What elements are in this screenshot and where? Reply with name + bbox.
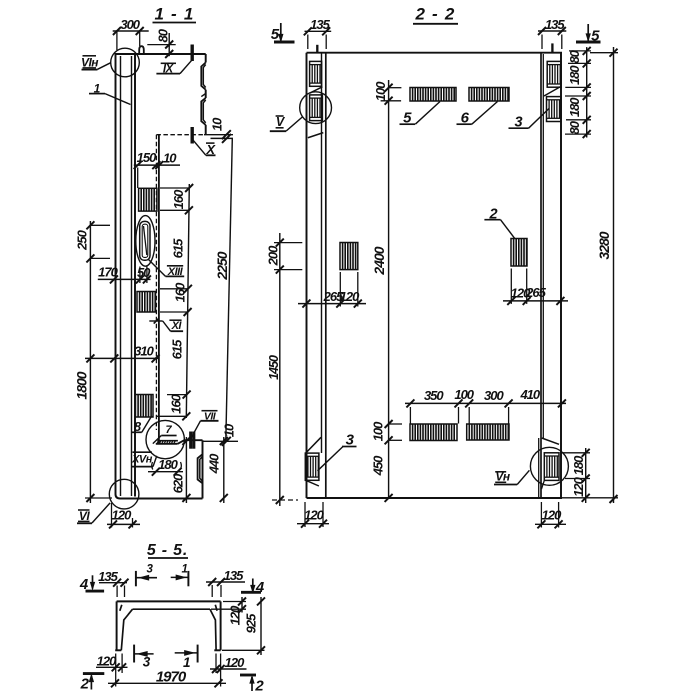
svg-text:6: 6 [461, 110, 470, 127]
svg-text:2: 2 [488, 207, 497, 223]
svg-text:310: 310 [134, 344, 154, 359]
svg-text:120: 120 [571, 476, 586, 496]
svg-text:1 - 1: 1 - 1 [154, 4, 194, 23]
svg-text:450: 450 [371, 455, 386, 476]
svg-text:2: 2 [254, 678, 264, 695]
svg-text:4: 4 [255, 579, 265, 596]
svg-text:120: 120 [542, 508, 562, 523]
svg-text:100: 100 [371, 421, 386, 441]
svg-text:5 - 5.: 5 - 5. [147, 542, 188, 559]
svg-text:80: 80 [155, 28, 170, 42]
svg-text:160: 160 [171, 189, 186, 209]
svg-text:200: 200 [266, 245, 281, 266]
svg-text:300: 300 [484, 388, 504, 403]
svg-text:1: 1 [94, 81, 101, 95]
svg-text:180: 180 [567, 65, 582, 85]
svg-text:3: 3 [346, 432, 355, 449]
svg-text:615: 615 [170, 339, 185, 359]
svg-text:1: 1 [181, 563, 187, 575]
svg-text:3: 3 [146, 563, 153, 575]
svg-text:XI: XI [171, 320, 183, 332]
svg-text:2: 2 [80, 675, 90, 692]
svg-text:5: 5 [403, 110, 412, 127]
svg-text:350: 350 [424, 388, 444, 403]
svg-text:2 - 2: 2 - 2 [414, 4, 455, 23]
svg-text:100: 100 [373, 81, 388, 101]
svg-text:10: 10 [221, 423, 236, 437]
svg-text:180: 180 [571, 455, 586, 475]
svg-text:615: 615 [171, 238, 186, 258]
svg-text:160: 160 [169, 393, 184, 413]
svg-text:2400: 2400 [371, 246, 387, 275]
svg-text:135: 135 [98, 569, 118, 584]
svg-text:1800: 1800 [74, 371, 90, 399]
svg-text:135: 135 [545, 17, 565, 32]
svg-text:V: V [276, 115, 286, 129]
svg-text:300: 300 [120, 17, 140, 32]
svg-text:160: 160 [173, 282, 188, 302]
svg-text:1970: 1970 [156, 669, 187, 686]
svg-text:5: 5 [271, 26, 280, 43]
svg-text:80: 80 [567, 120, 582, 134]
svg-text:1: 1 [183, 655, 190, 670]
svg-text:135: 135 [310, 17, 330, 32]
svg-text:XIII: XIII [167, 266, 184, 278]
svg-text:10: 10 [210, 117, 225, 131]
svg-text:5: 5 [591, 28, 600, 45]
svg-text:10: 10 [163, 151, 177, 166]
svg-text:IX: IX [163, 63, 175, 75]
svg-text:180: 180 [158, 457, 178, 472]
svg-text:2250: 2250 [214, 251, 230, 280]
svg-text:1450: 1450 [267, 355, 281, 380]
svg-text:265: 265 [323, 289, 344, 304]
svg-text:440: 440 [207, 453, 222, 474]
svg-text:120: 120 [228, 605, 243, 625]
svg-text:VIн: VIн [81, 55, 99, 69]
svg-text:VII: VII [204, 410, 217, 422]
svg-text:925: 925 [244, 613, 259, 633]
svg-text:VI: VI [79, 509, 91, 523]
svg-text:250: 250 [75, 229, 90, 250]
svg-text:135: 135 [224, 568, 244, 583]
svg-text:3280: 3280 [596, 231, 612, 259]
svg-text:120: 120 [225, 655, 245, 670]
svg-text:3: 3 [514, 115, 522, 131]
svg-text:120: 120 [340, 289, 360, 304]
svg-text:170: 170 [98, 265, 118, 280]
svg-text:120: 120 [97, 654, 117, 669]
svg-text:120: 120 [112, 507, 132, 522]
svg-text:265: 265 [525, 285, 546, 300]
svg-text:410: 410 [519, 387, 540, 402]
svg-text:100: 100 [454, 387, 474, 402]
svg-text:50: 50 [137, 265, 151, 280]
svg-text:Vн: Vн [495, 470, 511, 484]
svg-text:4: 4 [79, 576, 89, 593]
svg-text:3: 3 [143, 655, 151, 670]
svg-text:620: 620 [171, 473, 186, 493]
svg-text:80: 80 [567, 49, 582, 63]
svg-text:180: 180 [567, 97, 582, 117]
svg-text:8: 8 [134, 419, 142, 434]
svg-text:150: 150 [137, 150, 157, 165]
svg-text:XVн: XVн [131, 454, 153, 466]
svg-text:120: 120 [304, 508, 324, 523]
svg-text:7: 7 [165, 424, 172, 436]
svg-text:X: X [205, 142, 216, 157]
